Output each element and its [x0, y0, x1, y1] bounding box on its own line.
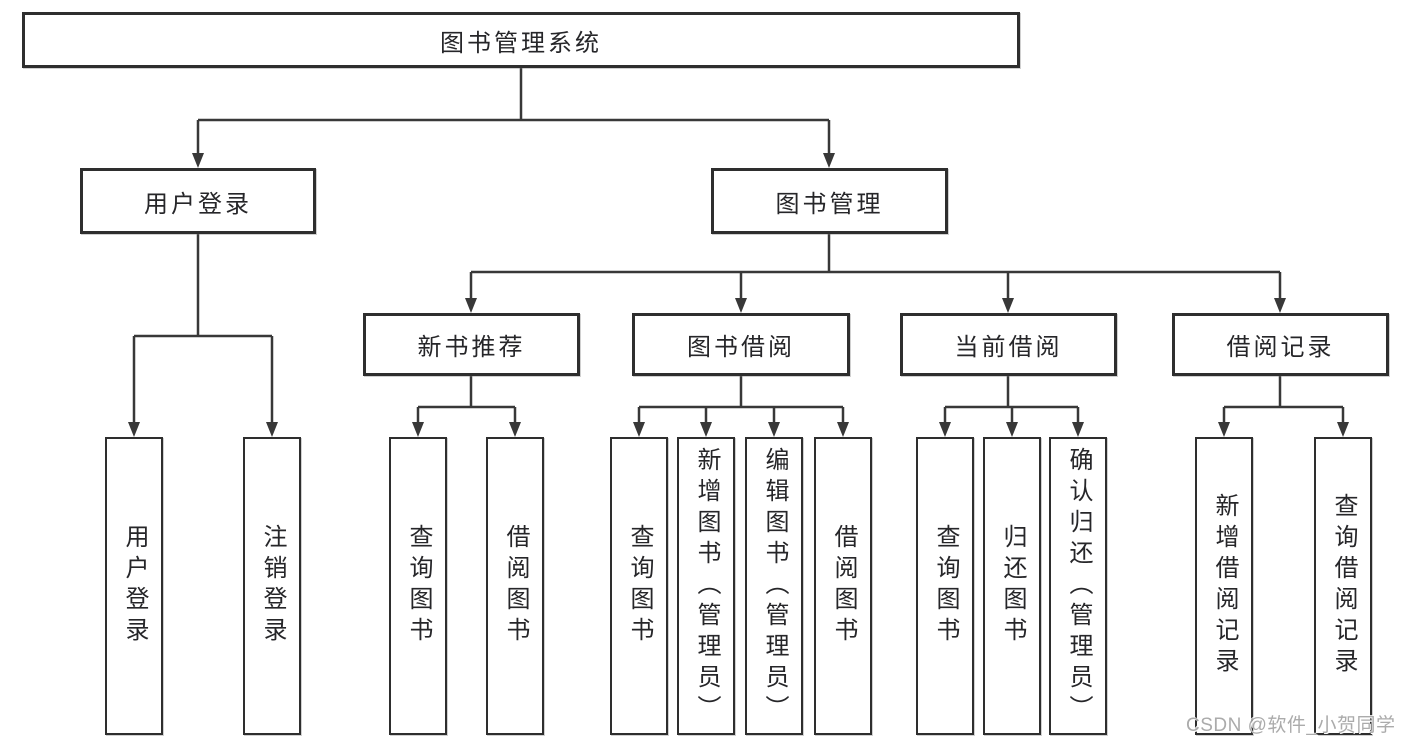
node-leaf-confirm-return-admin-label: 确认归还（管理员） — [1065, 446, 1092, 726]
node-group-new-book-recommend: 新书推荐 — [363, 313, 580, 376]
node-group-current-borrow: 当前借阅 — [900, 313, 1117, 376]
node-branch-user-login: 用户登录 — [80, 168, 316, 234]
node-group-current-borrow-label: 当前借阅 — [954, 334, 1063, 361]
node-leaf-edit-books-admin-label: 编辑图书（管理员） — [761, 446, 788, 726]
node-branch-book-management: 图书管理 — [711, 168, 948, 234]
node-root-system-label: 图书管理系统 — [440, 29, 602, 57]
node-leaf-user-login: 用户登录 — [105, 437, 163, 735]
node-leaf-recommend-borrow-books-label: 借阅图书 — [502, 524, 529, 648]
node-leaf-current-query-books-label: 查询图书 — [932, 524, 959, 648]
node-leaf-return-books: 归还图书 — [983, 437, 1041, 735]
node-leaf-user-login-label: 用户登录 — [121, 524, 148, 648]
node-leaf-confirm-return-admin: 确认归还（管理员） — [1049, 437, 1107, 735]
node-leaf-borrow-books: 借阅图书 — [814, 437, 872, 735]
arrowhead-icons — [128, 153, 1349, 437]
node-group-book-borrow: 图书借阅 — [632, 313, 850, 376]
node-leaf-recommend-query-books-label: 查询图书 — [405, 524, 432, 648]
node-leaf-recommend-borrow-books: 借阅图书 — [486, 437, 544, 735]
node-leaf-add-borrow-record: 新增借阅记录 — [1195, 437, 1253, 735]
node-leaf-borrow-query-books: 查询图书 — [610, 437, 668, 735]
node-group-new-book-recommend-label: 新书推荐 — [417, 334, 526, 361]
node-leaf-return-books-label: 归还图书 — [999, 524, 1026, 648]
node-leaf-recommend-query-books: 查询图书 — [389, 437, 447, 735]
node-leaf-borrow-query-books-label: 查询图书 — [626, 524, 653, 648]
node-branch-book-management-label: 图书管理 — [775, 190, 884, 218]
node-leaf-add-borrow-record-label: 新增借阅记录 — [1211, 493, 1238, 679]
node-leaf-edit-books-admin: 编辑图书（管理员） — [745, 437, 803, 735]
node-branch-user-login-label: 用户登录 — [144, 190, 252, 218]
csdn-watermark: CSDN @软件_小贺同学 — [1186, 715, 1396, 736]
node-leaf-query-borrow-record-label: 查询借阅记录 — [1330, 493, 1357, 679]
node-leaf-logout: 注销登录 — [243, 437, 301, 735]
node-group-borrow-records-label: 借阅记录 — [1226, 334, 1335, 361]
node-group-book-borrow-label: 图书借阅 — [687, 334, 795, 361]
node-leaf-logout-label: 注销登录 — [259, 524, 286, 648]
node-group-borrow-records: 借阅记录 — [1172, 313, 1389, 376]
node-leaf-add-books-admin: 新增图书（管理员） — [677, 437, 735, 735]
node-root-system: 图书管理系统 — [22, 12, 1020, 68]
node-leaf-add-books-admin-label: 新增图书（管理员） — [693, 446, 720, 726]
node-leaf-query-borrow-record: 查询借阅记录 — [1314, 437, 1372, 735]
node-leaf-borrow-books-label: 借阅图书 — [830, 524, 857, 648]
node-leaf-current-query-books: 查询图书 — [916, 437, 974, 735]
